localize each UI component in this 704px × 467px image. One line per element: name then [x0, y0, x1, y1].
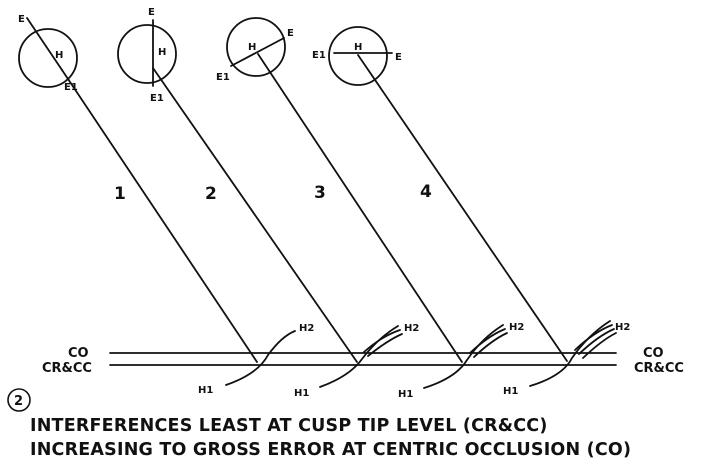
plane-label-left-co: CO — [68, 346, 89, 361]
circle-3: H E E1 — [216, 17, 294, 83]
circle-1: E H E1 — [18, 14, 78, 93]
contact-1-h1: H1 — [198, 385, 213, 396]
occlusal-planes — [109, 352, 617, 366]
circle-3-label-h: H — [248, 42, 256, 53]
projection-lines — [61, 53, 568, 363]
circle-4-label-e1: E1 — [312, 50, 326, 61]
contact-curve-4: H1 H2 — [503, 320, 630, 397]
circle-2-label-h: H — [158, 47, 166, 58]
circle-3-label-e: E — [287, 28, 294, 39]
contact-curve-1: H1 H2 — [198, 323, 314, 396]
circle-2: E H E1 — [117, 7, 177, 104]
circle-4-label-h: H — [354, 42, 362, 53]
plane-label-right-co: CO — [643, 346, 664, 361]
circle-2-label-e1: E1 — [150, 93, 164, 104]
line-number-4: 4 — [420, 182, 432, 202]
caption-line-2: INCREASING TO GROSS ERROR AT CENTRIC OCC… — [30, 440, 632, 460]
contact-3-h1: H1 — [398, 389, 413, 400]
contact-curve-2: H1 H2 — [294, 323, 419, 399]
contact-2-h2: H2 — [404, 323, 419, 334]
plane-label-right-crcc: CR&CC — [634, 361, 684, 376]
circle-3-label-e1: E1 — [216, 72, 230, 83]
contact-4-h2: H2 — [615, 322, 630, 333]
circle-1-label-e1: E1 — [64, 82, 78, 93]
contact-3-h2: H2 — [509, 322, 524, 333]
line-number-2: 2 — [205, 184, 217, 204]
caption-line-1: INTERFERENCES LEAST AT CUSP TIP LEVEL (C… — [30, 416, 548, 436]
circle-1-label-e: E — [18, 14, 25, 25]
plane-label-left-crcc: CR&CC — [42, 361, 92, 376]
circle-4: H E1 E — [312, 26, 402, 86]
figure-number-badge: 2 — [7, 388, 31, 412]
contact-2-h1: H1 — [294, 388, 309, 399]
contact-4-h1: H1 — [503, 386, 518, 397]
line-number-3: 3 — [314, 183, 326, 203]
line-number-1: 1 — [114, 184, 126, 204]
figure-number: 2 — [14, 394, 23, 409]
circle-1-label-h: H — [55, 50, 63, 61]
contact-1-h2: H2 — [299, 323, 314, 334]
contact-curve-3: H1 H2 — [398, 322, 524, 400]
circle-2-label-e: E — [148, 7, 155, 18]
circle-4-label-e: E — [395, 52, 402, 63]
